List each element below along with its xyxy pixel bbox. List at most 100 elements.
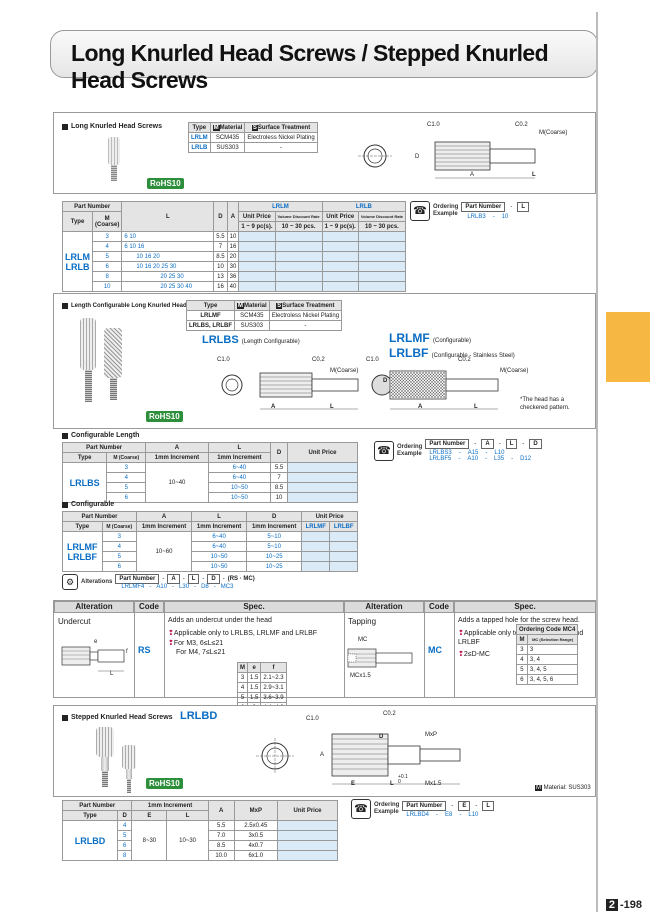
dim-c2: C0.2 xyxy=(383,711,396,717)
m-cell: 6 xyxy=(106,492,147,503)
m-cell: 4 xyxy=(106,472,147,483)
ordering-col: (RS · MC) xyxy=(227,576,255,582)
e-cell: 1.5 xyxy=(246,682,262,693)
tapping-drawing xyxy=(347,648,413,668)
type-lrlb: LRLB xyxy=(65,261,90,272)
l-cell: 10 16 20 xyxy=(121,251,215,262)
dim-m: M xyxy=(330,368,335,374)
th-d: D xyxy=(116,810,133,821)
mc-code: MC xyxy=(428,645,442,655)
th-part-number: Part Number xyxy=(62,511,137,522)
l-cell: 10~30 xyxy=(166,820,209,861)
ordering-code-value: MC4 xyxy=(562,626,576,633)
ordering-col: L xyxy=(482,800,495,811)
material-cell: SUS303 xyxy=(209,142,246,153)
m-cell: 8 xyxy=(91,271,123,282)
rs-for1: For M3, 6≤L≤21 xyxy=(173,640,224,647)
th-part-number: Part Number xyxy=(61,201,123,212)
l-cell: 20 25 30 xyxy=(121,271,215,282)
alterations-label: Alterations xyxy=(81,578,113,585)
d-cell: 5~10 xyxy=(246,531,303,542)
m-cell: 4 xyxy=(237,682,248,693)
th-a: A xyxy=(207,800,235,821)
s3-technical-drawing xyxy=(256,733,461,785)
page-number: 2-198 xyxy=(605,899,642,911)
th-l: L xyxy=(121,201,215,232)
material-text: Material: SUS303 xyxy=(543,785,591,791)
s3-material: M Material: SUS303 xyxy=(535,785,591,791)
dim-l: L xyxy=(110,671,114,677)
ordering-val: L35 xyxy=(494,456,505,462)
type-lrlmf: LRLMF xyxy=(67,541,98,552)
th-type: Type xyxy=(61,452,108,463)
section2-heading-text: Length Configurable Long Knurled Head Sc… xyxy=(71,303,210,309)
ordering-sep: - xyxy=(172,584,175,590)
th-part-number: Part Number xyxy=(61,800,133,811)
section3-heading: Stepped Knurled Head Screws xyxy=(62,714,173,721)
dim-m: M xyxy=(500,368,505,374)
section-tab[interactable] xyxy=(606,312,650,382)
type-cell: LRLMF xyxy=(186,310,235,321)
d-cell: 8 xyxy=(116,850,133,861)
dim-coarse: (Coarse) xyxy=(505,368,529,374)
lrlbf-type: LRLBF xyxy=(389,346,429,360)
ordering-col: Part Number xyxy=(461,202,506,212)
th-unit-price: Unit Price xyxy=(321,211,359,222)
f-cell: 3.6~3.9 xyxy=(260,692,287,703)
ordering-col: E xyxy=(458,800,471,811)
ordering-sep: - xyxy=(222,576,225,582)
f-cell: 2.9~3.1 xyxy=(260,682,287,693)
mxp-cell: 6x1.0 xyxy=(233,850,279,861)
m-cell: 4 xyxy=(516,654,528,665)
material-cell: SUS303 xyxy=(234,320,270,331)
ordering-val: LRLB3 xyxy=(467,214,486,220)
m-cell: 3 xyxy=(516,644,528,655)
ordering-sep: - xyxy=(459,811,462,818)
ordering-val: L30 xyxy=(179,584,190,590)
th-mc-range: MC (Selection Range) xyxy=(526,634,579,645)
info-icon: ❢ xyxy=(458,651,464,658)
dim-c1: C1.0 xyxy=(366,357,379,363)
th-increment: 1mm Increment xyxy=(207,452,272,463)
type-cell: LRLBS, LRLBF xyxy=(186,320,235,331)
d-cell: 13 xyxy=(213,271,228,282)
d-cell: 8.5 xyxy=(270,482,288,493)
configurable-length-heading: Configurable Length xyxy=(62,432,139,439)
ordering-icon: ☎ xyxy=(410,201,430,221)
material-icon: M xyxy=(237,302,244,309)
rohs-badge: RoHS10 xyxy=(146,411,183,422)
surface-icon: S xyxy=(251,124,258,131)
ordering-col: Part Number xyxy=(425,439,470,449)
ordering-col: L xyxy=(505,439,518,449)
square-bullet-icon xyxy=(62,123,68,130)
dim-a: A xyxy=(320,752,325,758)
material-icon: M xyxy=(535,785,542,791)
d-cell: 10~25 xyxy=(246,561,303,572)
ordering-sep: - xyxy=(522,441,525,447)
m-cell: 5 xyxy=(237,692,248,703)
ordering-val: LRLMF4 xyxy=(121,584,145,590)
m-cell: 4 xyxy=(101,541,138,552)
th-m: M (Coarse) xyxy=(101,521,138,532)
a-cell: 36 xyxy=(226,271,240,282)
th-increment: 1mm Increment xyxy=(191,521,248,532)
dim-l: L xyxy=(390,781,394,787)
dim-d: D xyxy=(415,154,420,160)
configurable-length-text: Configurable Length xyxy=(71,432,140,439)
l-cell: 10 16 20 25 30 xyxy=(121,261,215,272)
ordering-col: A xyxy=(167,574,180,584)
checkered-note: *The head has a checkered pattern. xyxy=(520,397,570,411)
m-cell: 5 xyxy=(101,551,138,562)
th-type: Type xyxy=(62,810,118,821)
d-cell: 5~10 xyxy=(246,541,303,552)
th-lrlb: LRLB xyxy=(321,201,407,212)
a-cell: 40 xyxy=(226,281,240,292)
lrlbf-sub: (Configurable - Stainless Steel) xyxy=(431,353,515,359)
ordering-val: A15 xyxy=(467,450,479,456)
undercut-name: Undercut xyxy=(58,617,91,626)
dim-a: A xyxy=(470,172,475,178)
